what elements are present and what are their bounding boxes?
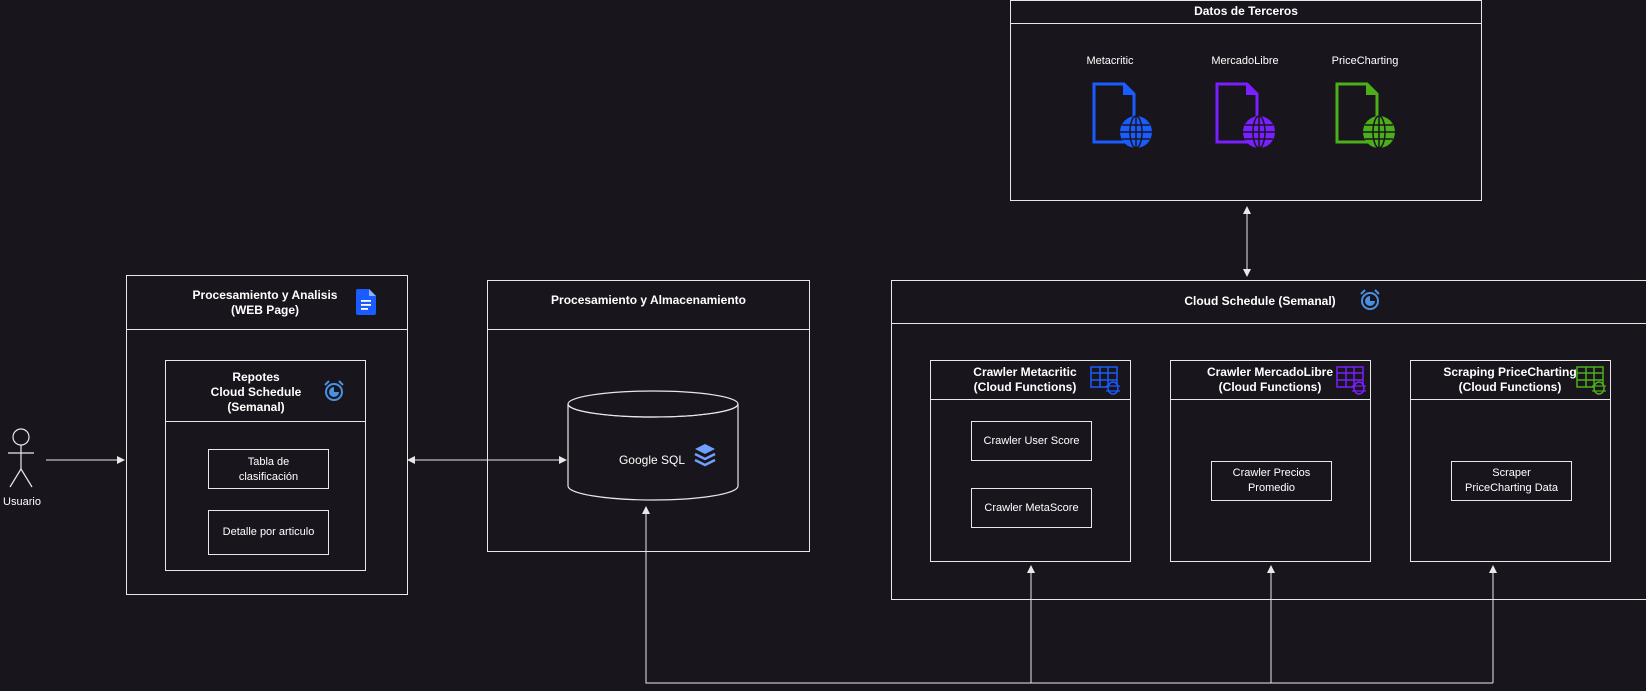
thirdparty-title: Datos de Terceros <box>1194 4 1298 18</box>
source-label-pricecharting: PriceCharting <box>1331 55 1399 67</box>
cloud-sql-icon <box>694 444 716 467</box>
crawler-item-precios[interactable] <box>1211 461 1332 501</box>
scraper-pricecharting-header <box>1410 360 1611 400</box>
crawler-item-precios-label: Crawler Precios Promedio <box>1232 467 1311 494</box>
scraper-item-data[interactable] <box>1451 461 1572 501</box>
reports-header <box>165 360 366 422</box>
crawler-mercadolibre-title: Crawler MercadoLibre (Cloud Functions) <box>1206 365 1334 394</box>
webpage-header <box>126 275 408 330</box>
alarm-clock-icon <box>324 380 344 401</box>
scraper-pricecharting-title: Scraping PriceCharting (Cloud Functions) <box>1443 365 1577 394</box>
storage-title: Procesamiento y Almacenamiento <box>551 293 746 307</box>
alarm-clock-icon <box>1360 289 1380 310</box>
database-label: Google SQL <box>618 453 686 467</box>
storage-header <box>487 280 810 330</box>
crawler-metacritic-header <box>930 360 1131 400</box>
crawler-grid-bug-icon-metacritic <box>1090 366 1120 395</box>
crawler-item-metascore[interactable] <box>971 488 1092 528</box>
web-document-icon-mercadolibre <box>1215 82 1275 149</box>
crawler-metacritic-title: Crawler Metacritic (Cloud Functions) <box>973 365 1077 394</box>
report-item-detail[interactable] <box>208 510 329 555</box>
web-document-icon-metacritic <box>1092 82 1152 149</box>
web-document-icon-pricecharting <box>1335 82 1395 149</box>
crawler-item-userscore-label: Crawler User Score <box>983 435 1080 447</box>
source-label-mercadolibre: MercadoLibre <box>1211 55 1279 67</box>
schedule-header <box>891 280 1646 324</box>
schedule-title: Cloud Schedule (Semanal) <box>1184 294 1336 308</box>
scraper-item-data-label: Scraper PriceCharting Data <box>1465 467 1558 494</box>
crawler-grid-bug-icon-pricecharting <box>1576 366 1606 395</box>
actor-label: Usuario <box>3 496 41 508</box>
crawler-item-userscore[interactable] <box>971 421 1092 461</box>
crawler-item-metascore-label: Crawler MetaScore <box>984 502 1079 514</box>
report-item-detail-label: Detalle por articulo <box>222 526 315 538</box>
database-cylinder[interactable] <box>567 390 739 502</box>
reports-title: Repotes Cloud Schedule (Semanal) <box>210 370 302 414</box>
source-label-metacritic: Metacritic <box>1086 55 1134 67</box>
thirdparty-header <box>1010 0 1482 24</box>
arrow-loop-to-db <box>642 506 1493 684</box>
user-actor-icon <box>8 428 34 488</box>
report-item-table[interactable] <box>208 449 329 489</box>
crawler-grid-bug-icon-mercadolibre <box>1336 366 1366 395</box>
report-item-table-label: Tabla de clasificación <box>238 456 299 483</box>
google-docs-icon <box>356 289 376 315</box>
crawler-mercadolibre-header <box>1170 360 1371 400</box>
webpage-title: Procesamiento y Analisis (WEB Page) <box>192 288 338 317</box>
